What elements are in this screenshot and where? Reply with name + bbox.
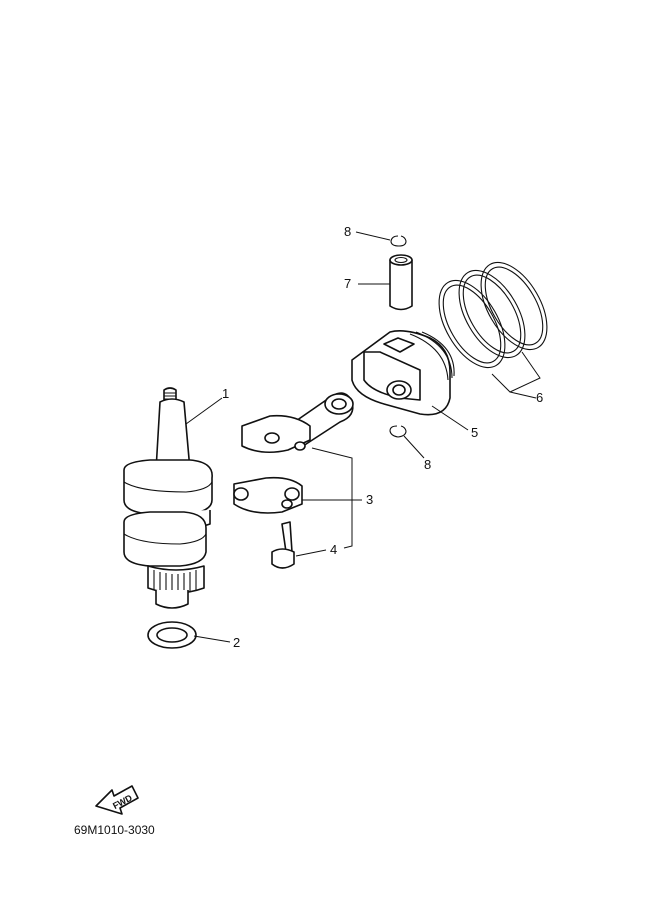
crankshaft: [123, 387, 213, 609]
callout-1: 1: [222, 386, 229, 401]
callout-5: 5: [471, 425, 478, 440]
piston: [351, 330, 455, 416]
callout-8-top: 8: [344, 224, 351, 239]
piston-rings: [438, 261, 548, 369]
crankshaft-washer: [147, 621, 197, 649]
callout-3: 3: [366, 492, 373, 507]
callout-7: 7: [344, 276, 351, 291]
piston-pin: [389, 254, 413, 311]
rod-bolt: [271, 499, 295, 569]
callout-4: 4: [330, 542, 337, 557]
connecting-rod: [233, 392, 354, 514]
forward-arrow-icon: FWD: [95, 785, 139, 815]
callout-6: 6: [536, 390, 543, 405]
circlip-top: [390, 235, 407, 247]
diagram-code: 69M1010-3030: [74, 823, 155, 837]
callout-2: 2: [233, 635, 240, 650]
callout-8-bottom: 8: [424, 457, 431, 472]
circlip-bottom: [389, 425, 407, 438]
leader-lines: [185, 231, 541, 643]
